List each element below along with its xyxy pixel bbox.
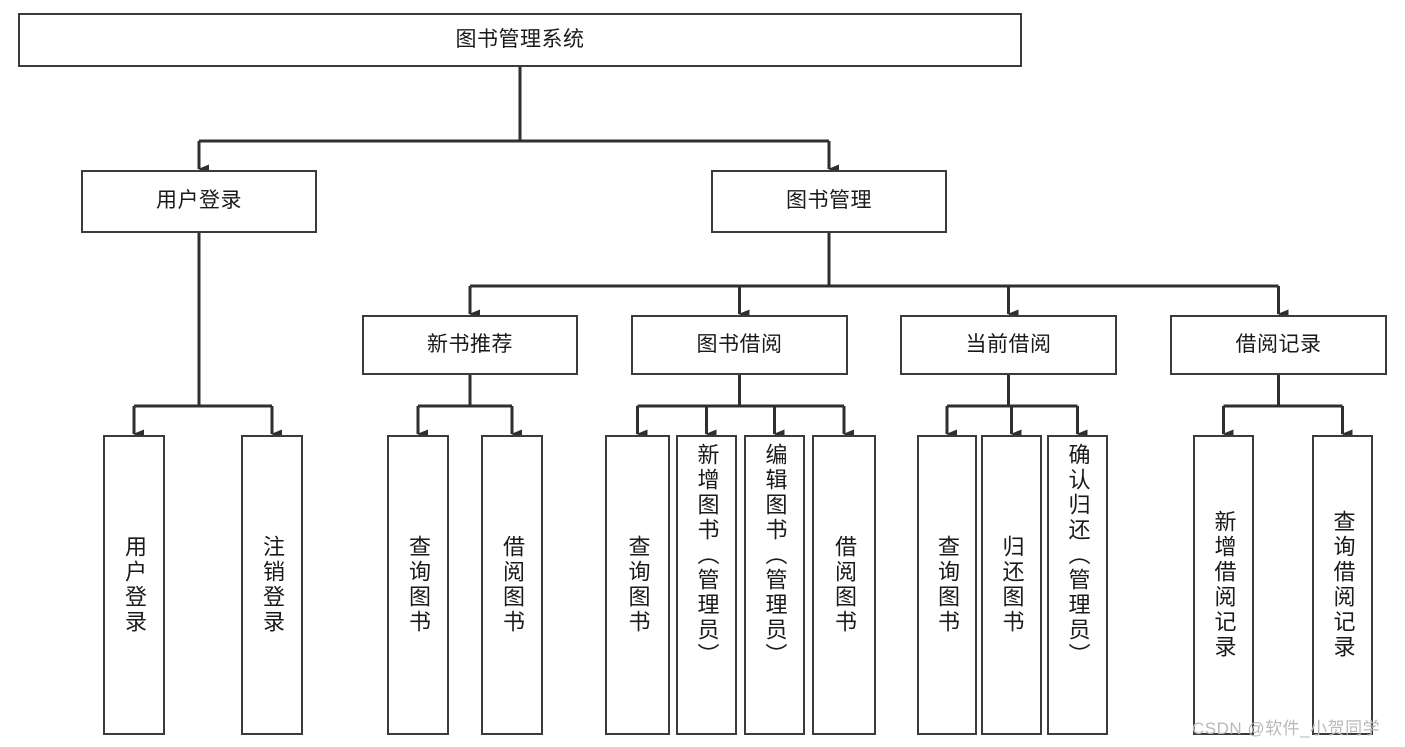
node-root-label: 图书管理系统	[455, 27, 585, 51]
node-leaf-edit-book[interactable]: 编辑图书（管理员）	[744, 435, 805, 735]
node-new-book-recommend-label: 新书推荐	[427, 332, 513, 356]
node-root[interactable]: 图书管理系统	[18, 13, 1022, 67]
node-leaf-logout-login[interactable]: 注销登录	[241, 435, 303, 735]
node-leaf-logout-login-label: 注销登录	[260, 535, 285, 635]
node-leaf-edit-book-label: 编辑图书（管理员）	[762, 443, 788, 668]
node-leaf-query-book-2[interactable]: 查询图书	[605, 435, 670, 735]
node-book-borrow-label: 图书借阅	[696, 332, 783, 356]
node-borrow-record-label: 借阅记录	[1235, 332, 1322, 356]
node-leaf-return-book-label: 归还图书	[999, 535, 1025, 635]
node-leaf-query-book-1[interactable]: 查询图书	[387, 435, 449, 735]
node-leaf-borrow-book-2-label: 借阅图书	[832, 535, 857, 635]
node-leaf-query-book-3-label: 查询图书	[935, 535, 960, 635]
node-leaf-query-book-2-label: 查询图书	[625, 535, 651, 635]
node-leaf-borrow-book-2[interactable]: 借阅图书	[812, 435, 876, 735]
node-book-manage-label: 图书管理	[786, 189, 872, 213]
node-leaf-borrow-book-1[interactable]: 借阅图书	[481, 435, 543, 735]
node-leaf-add-book-label: 新增图书（管理员）	[694, 443, 720, 668]
node-leaf-user-login-label: 用户登录	[122, 535, 147, 635]
node-book-borrow[interactable]: 图书借阅	[631, 315, 848, 375]
node-user-login[interactable]: 用户登录	[81, 170, 317, 233]
node-leaf-add-borrow-record[interactable]: 新增借阅记录	[1193, 435, 1254, 735]
node-leaf-confirm-return-label: 确认归还（管理员）	[1065, 443, 1091, 668]
node-borrow-record[interactable]: 借阅记录	[1170, 315, 1387, 375]
node-leaf-return-book[interactable]: 归还图书	[981, 435, 1042, 735]
node-leaf-user-login[interactable]: 用户登录	[103, 435, 165, 735]
node-leaf-add-book[interactable]: 新增图书（管理员）	[676, 435, 737, 735]
edge-paths	[132, 67, 1353, 439]
node-leaf-confirm-return[interactable]: 确认归还（管理员）	[1047, 435, 1108, 735]
node-current-borrow-label: 当前借阅	[965, 332, 1052, 356]
node-leaf-add-borrow-record-label: 新增借阅记录	[1211, 510, 1237, 660]
node-leaf-query-book-1-label: 查询图书	[406, 535, 431, 635]
node-book-manage[interactable]: 图书管理	[711, 170, 947, 233]
node-user-login-label: 用户登录	[156, 189, 242, 213]
node-current-borrow[interactable]: 当前借阅	[900, 315, 1117, 375]
node-leaf-query-book-3[interactable]: 查询图书	[917, 435, 977, 735]
node-leaf-query-borrow-record[interactable]: 查询借阅记录	[1312, 435, 1373, 735]
node-new-book-recommend[interactable]: 新书推荐	[362, 315, 578, 375]
node-leaf-borrow-book-1-label: 借阅图书	[500, 535, 525, 635]
node-leaf-query-borrow-record-label: 查询借阅记录	[1330, 510, 1356, 660]
